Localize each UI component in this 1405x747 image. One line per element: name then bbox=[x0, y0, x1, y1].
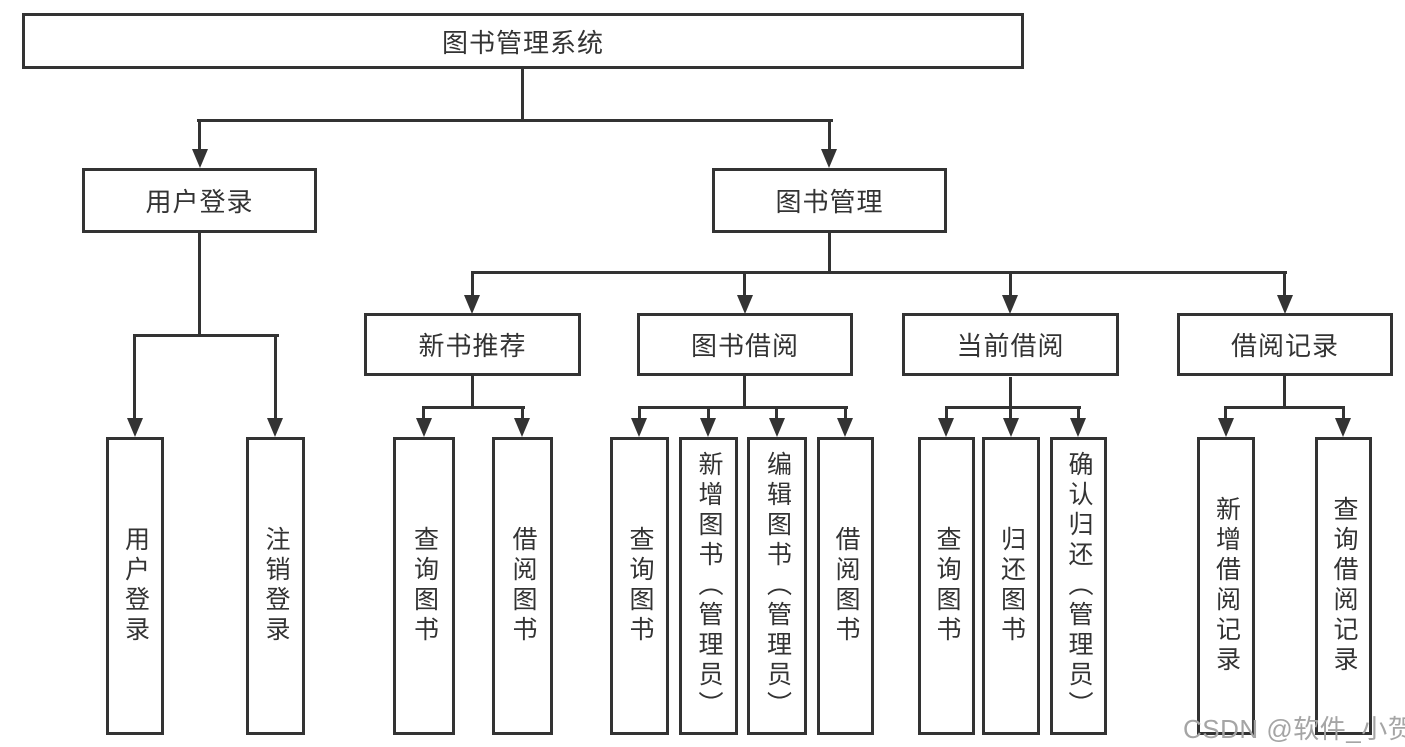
connector-line bbox=[1283, 271, 1286, 297]
node-label: 查询图书 bbox=[626, 526, 654, 646]
node-label: 用户登录 bbox=[121, 526, 150, 646]
arrow-down-icon bbox=[1277, 295, 1293, 314]
node-label: 新增图书（管理员） bbox=[695, 451, 723, 721]
node-label: 用户登录 bbox=[145, 187, 254, 217]
node-label: 图书管理系统 bbox=[441, 27, 604, 58]
arrow-down-icon bbox=[737, 295, 753, 314]
arrow-down-icon bbox=[1335, 418, 1351, 437]
arrow-down-icon bbox=[192, 149, 208, 168]
node-label: 图书管理 bbox=[775, 187, 884, 217]
connector-line bbox=[133, 334, 136, 420]
connector-line bbox=[1077, 406, 1080, 420]
arrow-down-icon bbox=[514, 418, 530, 437]
connector-line bbox=[274, 334, 277, 420]
arrow-down-icon bbox=[821, 149, 837, 168]
leaf-user-login: 用户登录 bbox=[106, 437, 164, 735]
connector-line bbox=[638, 406, 848, 409]
connector-line bbox=[1009, 406, 1012, 420]
arrow-down-icon bbox=[938, 418, 954, 437]
arrow-down-icon bbox=[464, 295, 480, 314]
connector-line bbox=[198, 233, 201, 337]
leaf-query-books-current: 查询图书 bbox=[918, 437, 975, 735]
node-label: 查询图书 bbox=[410, 526, 439, 646]
arrow-down-icon bbox=[700, 418, 716, 437]
connector-line bbox=[707, 406, 710, 420]
connector-line bbox=[775, 406, 778, 420]
connector-line bbox=[828, 233, 831, 274]
connector-line bbox=[1225, 406, 1345, 409]
connector-line bbox=[133, 334, 279, 337]
arrow-down-icon bbox=[267, 418, 283, 437]
arrow-down-icon bbox=[1002, 295, 1018, 314]
connector-line bbox=[1342, 406, 1345, 420]
node-label: 新书推荐 bbox=[418, 331, 527, 361]
node-label: 归还图书 bbox=[997, 526, 1026, 646]
leaf-query-borrow-record: 查询借阅记录 bbox=[1315, 437, 1372, 735]
connector-line bbox=[422, 406, 425, 420]
connector-line bbox=[422, 406, 525, 409]
node-label: 确认归还（管理员） bbox=[1065, 451, 1093, 721]
connector-line bbox=[521, 406, 524, 420]
connector-line bbox=[945, 406, 1081, 409]
node-library-management-system: 图书管理系统 bbox=[22, 13, 1024, 69]
leaf-query-books-borrowing: 查询图书 bbox=[610, 437, 669, 735]
connector-line bbox=[471, 271, 1287, 274]
connector-line bbox=[197, 119, 833, 122]
arrow-down-icon bbox=[1070, 418, 1086, 437]
csdn-watermark: CSDN @软件_小贺同学 bbox=[1183, 714, 1405, 744]
node-label: 当前借阅 bbox=[956, 331, 1065, 361]
node-book-borrowing: 图书借阅 bbox=[637, 313, 853, 376]
connector-line bbox=[198, 119, 201, 150]
node-label: 新增借阅记录 bbox=[1212, 496, 1241, 676]
node-new-book-recommend: 新书推荐 bbox=[364, 313, 581, 376]
connector-line bbox=[743, 376, 746, 409]
node-label: 借阅图书 bbox=[832, 526, 860, 646]
node-label: 查询图书 bbox=[933, 526, 961, 646]
leaf-query-books-recommend: 查询图书 bbox=[393, 437, 455, 735]
connector-line bbox=[1009, 377, 1012, 409]
connector-line bbox=[471, 271, 474, 297]
connector-line bbox=[1224, 406, 1227, 420]
connector-line bbox=[638, 406, 641, 420]
leaf-confirm-return-admin: 确认归还（管理员） bbox=[1050, 437, 1107, 735]
connector-line bbox=[743, 271, 746, 297]
leaf-borrow-books-recommend: 借阅图书 bbox=[492, 437, 553, 735]
node-label: 注销登录 bbox=[262, 526, 290, 646]
arrow-down-icon bbox=[416, 418, 432, 437]
node-label: 查询借阅记录 bbox=[1330, 496, 1358, 676]
node-current-borrowing: 当前借阅 bbox=[902, 313, 1119, 376]
connector-line bbox=[471, 376, 474, 409]
node-borrowing-records: 借阅记录 bbox=[1177, 313, 1393, 376]
arrow-down-icon bbox=[837, 418, 853, 437]
connector-line bbox=[945, 406, 948, 420]
arrow-down-icon bbox=[631, 418, 647, 437]
node-label: 借阅图书 bbox=[509, 526, 537, 646]
node-user-login: 用户登录 bbox=[82, 168, 317, 233]
node-label: 借阅记录 bbox=[1230, 331, 1339, 361]
leaf-return-books: 归还图书 bbox=[982, 437, 1040, 735]
connector-line bbox=[1009, 271, 1012, 297]
node-book-management: 图书管理 bbox=[712, 168, 947, 233]
connector-line bbox=[521, 67, 524, 122]
arrow-down-icon bbox=[1218, 418, 1234, 437]
leaf-edit-books-admin: 编辑图书（管理员） bbox=[747, 437, 807, 735]
leaf-logout: 注销登录 bbox=[246, 437, 305, 735]
node-label: 图书借阅 bbox=[690, 331, 799, 361]
connector-line bbox=[1283, 376, 1286, 409]
arrow-down-icon bbox=[1003, 418, 1019, 437]
arrow-down-icon bbox=[127, 418, 143, 437]
connector-line bbox=[828, 119, 831, 150]
leaf-add-borrow-record: 新增借阅记录 bbox=[1197, 437, 1255, 735]
leaf-borrow-books: 借阅图书 bbox=[817, 437, 874, 735]
arrow-down-icon bbox=[769, 418, 785, 437]
leaf-add-books-admin: 新增图书（管理员） bbox=[679, 437, 738, 735]
node-label: 编辑图书（管理员） bbox=[763, 451, 792, 721]
connector-line bbox=[844, 406, 847, 420]
